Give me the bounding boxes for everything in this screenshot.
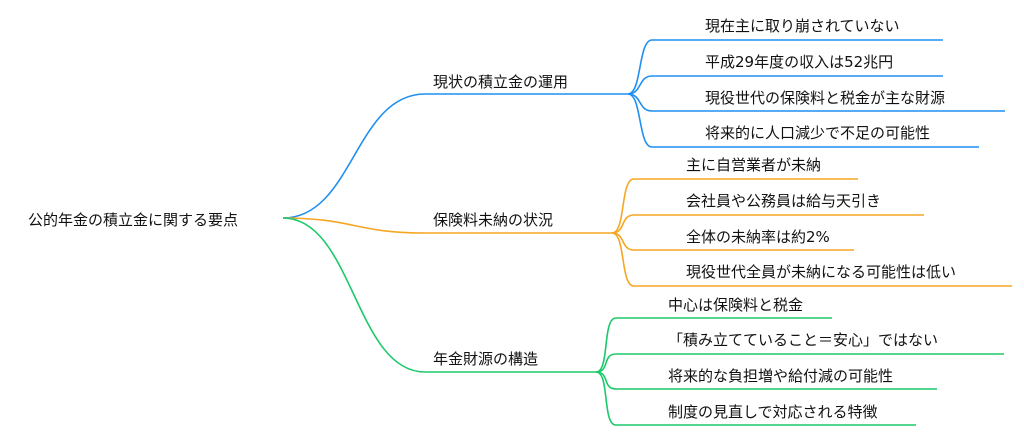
leaf-connector	[627, 93, 979, 148]
mindmap-edges	[282, 39, 1012, 426]
root-branch-connector	[282, 93, 426, 219]
root-branch-connector	[282, 217, 426, 373]
leaf-connector	[627, 75, 943, 95]
leaf-label: 現役世代全員が未納になる可能性は低い	[686, 263, 957, 281]
leaf-connector	[611, 214, 924, 234]
leaf-label: 現役世代の保険料と税金が主な財源	[705, 89, 946, 107]
leaf-label: 主に自営業者が未納	[686, 156, 822, 174]
leaf-connector	[595, 353, 1004, 373]
leaf-connector	[595, 317, 832, 373]
branch-label-unpaid: 保険料未納の状況	[433, 211, 554, 229]
root-branch-connector	[282, 217, 426, 234]
leaf-label: 平成29年度の収入は52兆円	[705, 53, 894, 71]
leaf-label: 会社員や公務員は給与天引き	[686, 192, 882, 210]
root-node-label: 公的年金の積立金に関する要点	[28, 211, 239, 229]
leaf-label: 現在主に取り崩されていない	[705, 17, 900, 35]
leaf-connector	[627, 39, 943, 95]
branch-label-structure: 年金財源の構造	[433, 350, 539, 368]
leaf-connector	[611, 178, 858, 234]
leaf-label: 将来的な負担増や給付減の可能性	[668, 367, 894, 385]
leaf-connector	[595, 371, 916, 426]
leaf-label: 全体の未納率は約2%	[686, 228, 830, 246]
leaf-label: 「積み立てていること＝安心」ではない	[668, 331, 939, 349]
leaf-label: 将来的に人口減少で不足の可能性	[705, 124, 931, 142]
leaf-label: 制度の見直しで対応される特徴	[668, 403, 878, 421]
leaf-connector	[611, 232, 1012, 287]
leaf-label: 中心は保険料と税金	[668, 296, 804, 314]
branch-label-operation: 現状の積立金の運用	[433, 73, 569, 91]
